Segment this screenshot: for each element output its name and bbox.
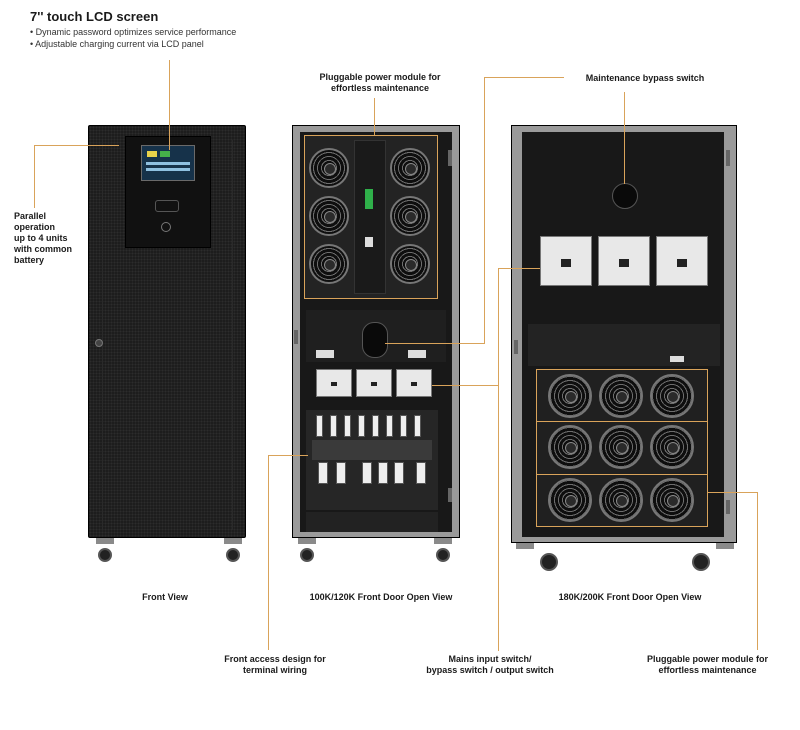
caster-wheel (692, 553, 710, 571)
caster-wheel (540, 553, 558, 571)
lcd-bullet-1: • Dynamic password optimizes service per… (30, 27, 237, 37)
door-lock-icon[interactable] (95, 339, 103, 347)
maintenance-bypass-switch[interactable] (612, 183, 638, 209)
lcd-touch-screen[interactable] (141, 145, 195, 181)
mains-switch-label: Mains input switch/ bypass switch / outp… (426, 654, 554, 675)
power-button-icon[interactable] (161, 222, 171, 232)
caster-wheel (300, 548, 314, 562)
control-module[interactable] (354, 140, 386, 294)
logo-mark (155, 200, 179, 212)
parallel-operation-label: Parallel operation up to 4 units with co… (14, 211, 72, 265)
pluggable-module-top-label: Pluggable power module for effortless ma… (319, 72, 441, 93)
caster-wheel (436, 548, 450, 562)
100k-view-caption: 100K/120K Front Door Open View (309, 592, 453, 602)
pluggable-module-highlight (304, 135, 438, 299)
pluggable-module-bottom-label: Pluggable power module for effortless ma… (646, 654, 768, 675)
output-breaker[interactable] (396, 369, 432, 397)
output-breaker[interactable] (656, 236, 708, 286)
lcd-title: 7'' touch LCD screen (30, 9, 159, 24)
front-view-caption: Front View (142, 592, 188, 602)
180k-view-caption: 180K/200K Front Door Open View (558, 592, 702, 602)
wiring-area (528, 324, 720, 366)
bypass-breaker[interactable] (356, 369, 392, 397)
bypass-switch-knob[interactable] (362, 322, 388, 358)
front-access-label: Front access design for terminal wiring (224, 654, 326, 675)
lcd-bullet-2: • Adjustable charging current via LCD pa… (30, 39, 204, 49)
bypass-switch-label: Maintenance bypass switch (585, 73, 705, 83)
pluggable-module-highlight (536, 369, 708, 527)
caster-wheel (98, 548, 112, 562)
bypass-breaker[interactable] (598, 236, 650, 286)
mains-input-breaker[interactable] (316, 369, 352, 397)
mains-input-breaker[interactable] (540, 236, 592, 286)
caster-wheel (226, 548, 240, 562)
